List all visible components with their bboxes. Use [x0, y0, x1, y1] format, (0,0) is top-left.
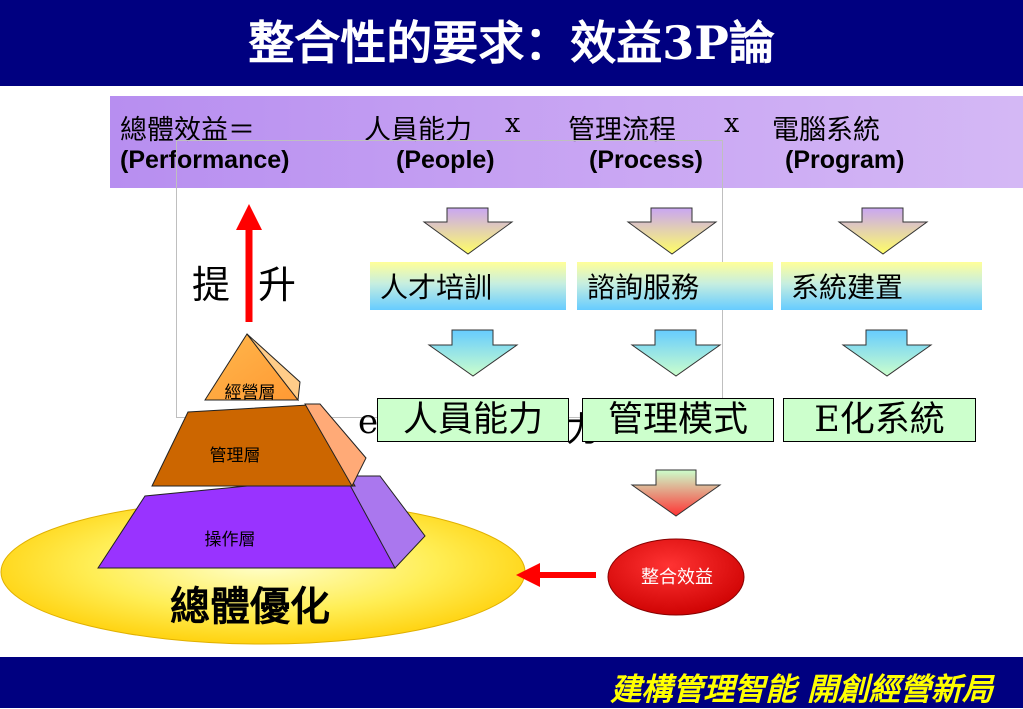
page-title: 整合性的要求：效益3P論: [248, 16, 775, 70]
service-box-consulting: 諮詢服務: [577, 262, 773, 310]
formula-times-2: x: [724, 108, 740, 139]
formula-program-en: (Program): [785, 146, 905, 174]
integration-arrow-icon: [516, 563, 596, 587]
down-arrow-icon: [837, 207, 929, 255]
boost-arrow-icon: [236, 204, 262, 322]
result-box-e-system: E化系統: [783, 398, 976, 442]
pyramid-middle-label: 管理層: [209, 446, 261, 465]
down-arrow-icon: [841, 329, 933, 377]
footer-slogan: 建構管理智能 開創經營新局: [610, 672, 993, 708]
pyramid-middle-layer: [151, 403, 367, 488]
boost-char-2: 升: [258, 263, 297, 307]
integration-oval: [607, 538, 745, 616]
formula-program-label: 電腦系統: [772, 115, 880, 146]
formula-performance-en: (Performance): [120, 146, 290, 174]
down-arrow-icon: [422, 207, 514, 255]
down-arrow-icon: [630, 329, 722, 377]
down-arrow-icon: [626, 207, 718, 255]
footer-bar: [0, 657, 1023, 708]
down-arrow-icon: [427, 329, 519, 377]
integration-benefit-label: 整合效益: [641, 567, 713, 587]
pyramid-top-label: 經營層: [224, 383, 276, 402]
result-box-people: 人員能力: [377, 398, 569, 442]
formula-process-en: (Process): [589, 146, 703, 174]
pyramid-bottom-label: 操作層: [204, 530, 256, 549]
result-box-management-model: 管理模式: [582, 398, 774, 442]
hidden-fragment-left: e: [358, 402, 379, 442]
pyramid-top-layer: [204, 333, 301, 402]
formula-band: [110, 96, 1023, 188]
boost-char-1: 提: [192, 263, 231, 307]
total-optimization-label: 總體優化: [170, 584, 330, 630]
down-arrow-icon: [630, 469, 722, 517]
pyramid-bottom-layer: [97, 475, 426, 569]
service-box-system-build: 系統建置: [781, 262, 982, 310]
title-bar: [0, 0, 1023, 86]
service-box-training: 人才培訓: [370, 262, 566, 310]
formula-times-1: x: [505, 108, 521, 139]
formula-people-en: (People): [396, 146, 495, 174]
